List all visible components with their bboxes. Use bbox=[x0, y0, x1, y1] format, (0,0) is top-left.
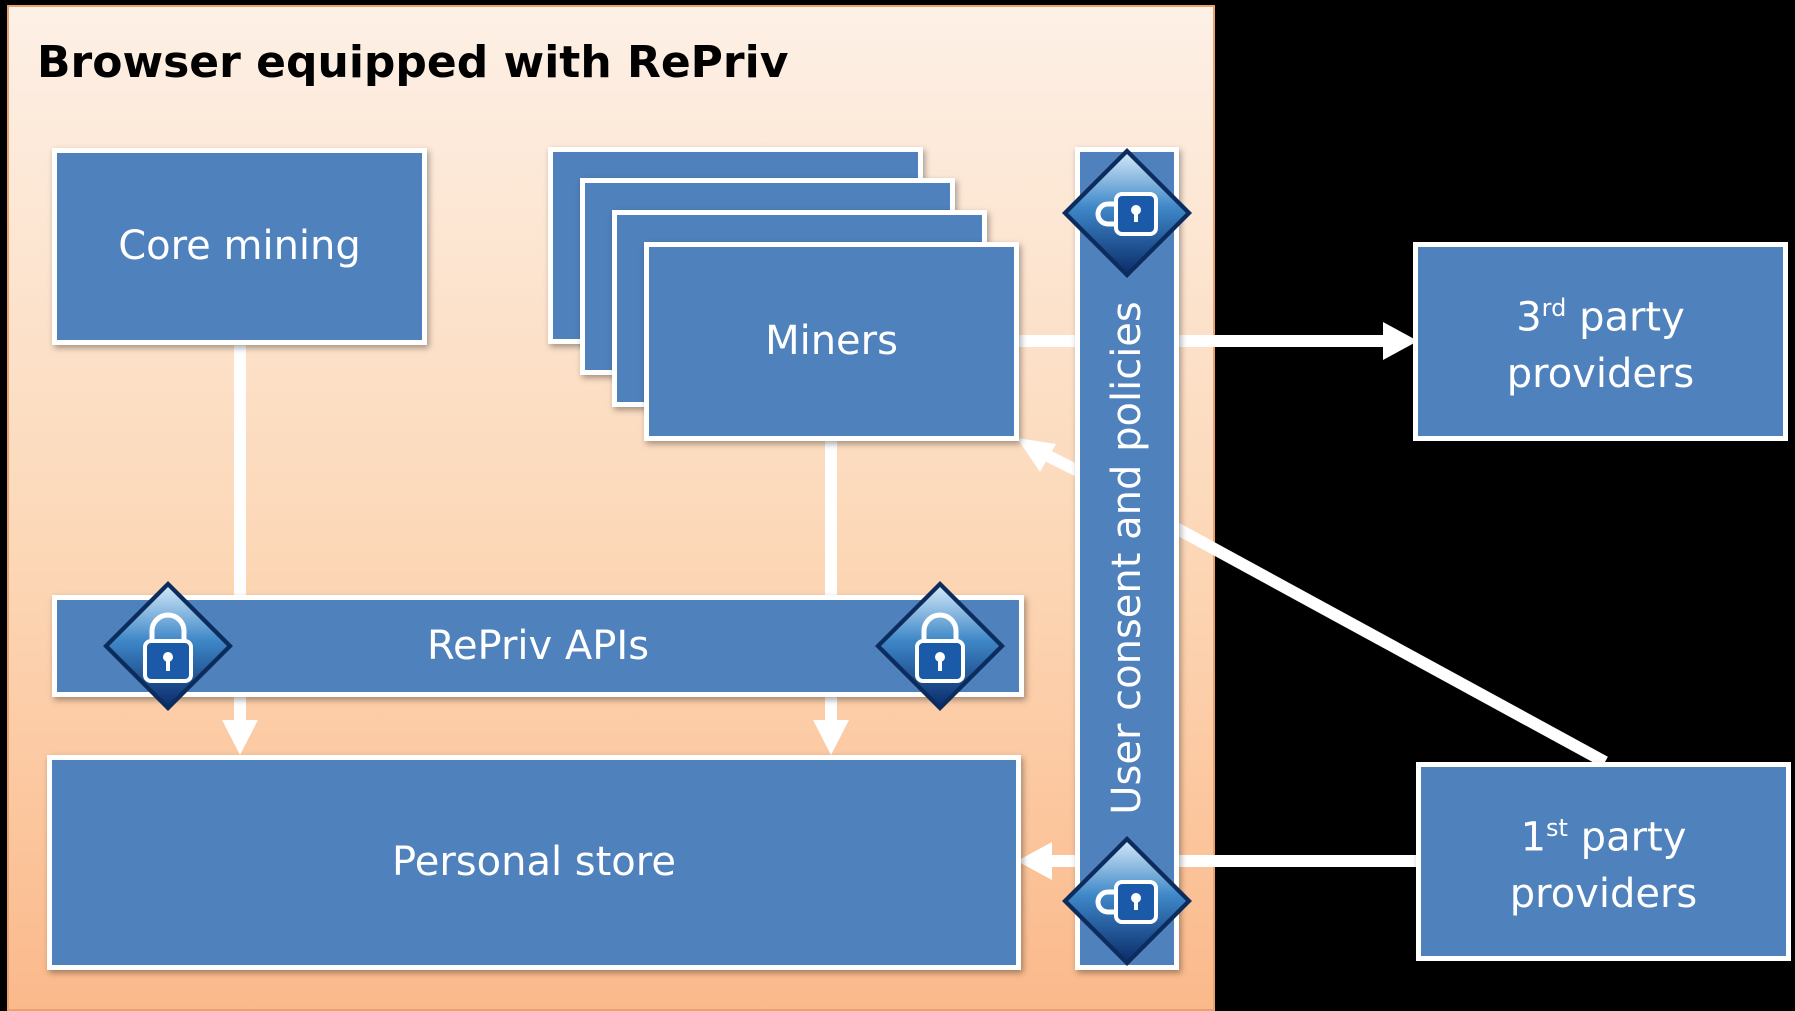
core-mining-box: Core mining bbox=[52, 148, 427, 345]
lock-icon bbox=[1058, 832, 1196, 970]
third-party-ordinal-suffix: rd bbox=[1541, 293, 1567, 322]
lock-icon bbox=[1058, 144, 1196, 282]
personal-store-box: Personal store bbox=[47, 755, 1021, 970]
user-consent-label: User consent and policies bbox=[1104, 301, 1150, 815]
third-party-providers-box: 3rd party providers bbox=[1413, 242, 1788, 441]
panel-title: Browser equipped with RePriv bbox=[37, 37, 789, 88]
lock-icon bbox=[99, 577, 237, 715]
core-mining-label: Core mining bbox=[118, 223, 361, 269]
arrowhead-down-right bbox=[813, 720, 849, 755]
miners-box: Miners bbox=[644, 242, 1019, 441]
third-party-line2: providers bbox=[1506, 351, 1695, 398]
arrowhead-personal-store bbox=[1017, 842, 1052, 880]
arrowhead-third-party bbox=[1383, 322, 1418, 360]
third-party-line1: party bbox=[1566, 294, 1685, 341]
first-party-line1: party bbox=[1567, 814, 1687, 861]
arrowhead-down-left bbox=[222, 720, 258, 755]
arrowhead-miners bbox=[1017, 438, 1056, 472]
repriv-apis-label: RePriv APIs bbox=[426, 622, 650, 669]
lock-icon bbox=[871, 577, 1009, 715]
personal-store-label: Personal store bbox=[392, 839, 676, 885]
user-consent-bar bbox=[1075, 147, 1179, 970]
first-party-ordinal: 1 bbox=[1520, 814, 1547, 861]
repriv-apis-box: RePriv APIs bbox=[52, 595, 1024, 697]
first-party-ordinal-suffix: st bbox=[1546, 813, 1568, 842]
third-party-ordinal: 3 bbox=[1516, 294, 1542, 341]
miners-label: Miners bbox=[765, 318, 898, 364]
first-party-diagonal-line bbox=[1173, 522, 1608, 768]
first-party-line2: providers bbox=[1509, 871, 1698, 918]
first-party-providers-box: 1st party providers bbox=[1416, 762, 1791, 961]
